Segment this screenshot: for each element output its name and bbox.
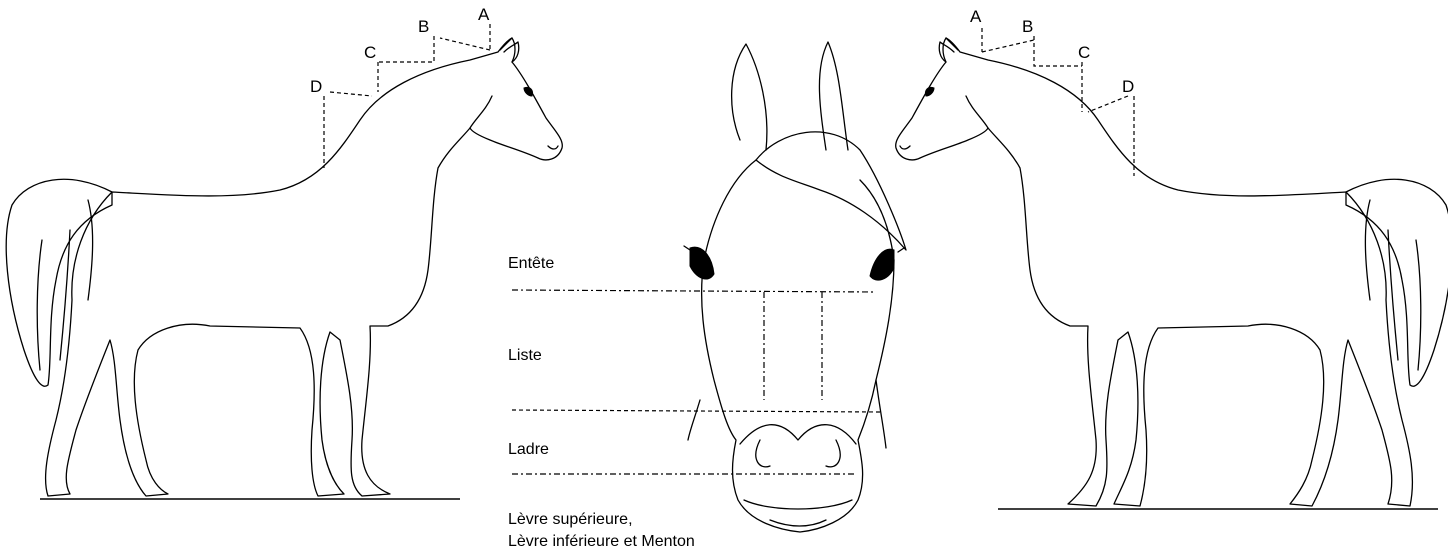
right-marker-a: A (970, 7, 982, 26)
left-horse-jaw (470, 96, 558, 149)
left-horse-body (46, 38, 563, 496)
zone-label-levre-superieure: Lèvre supérieure, (508, 511, 633, 528)
right-horse-eye (925, 87, 934, 96)
left-horse: A B C D (6, 5, 562, 499)
right-marker-c: C (1078, 43, 1090, 62)
right-horse-marker-lines (982, 28, 1134, 176)
zone-line-top (512, 290, 876, 292)
left-horse-markers: A B C D (310, 5, 490, 168)
right-horse-ear (939, 38, 958, 62)
zone-label-ladre: Ladre (508, 441, 549, 458)
front-head-forelock (756, 132, 906, 250)
front-head-muzzle (740, 425, 856, 526)
left-marker-d-line (324, 92, 372, 168)
front-head-face (702, 160, 894, 532)
front-head: Entête Liste Ladre Lèvre supérieure, Lèv… (508, 42, 906, 550)
left-horse-ear (500, 38, 519, 62)
right-marker-d: D (1122, 77, 1134, 96)
left-marker-b: B (418, 17, 429, 36)
zone-label-levre-inferieure: Lèvre inférieure et Menton (508, 533, 695, 550)
right-horse (896, 28, 1448, 509)
right-marker-b-line (1034, 36, 1082, 66)
left-marker-a-line (440, 24, 490, 50)
front-head-right-eye (870, 249, 894, 280)
right-marker-d-line (1088, 96, 1134, 176)
front-head-left-eye (690, 247, 714, 279)
right-marker-b: B (1022, 17, 1033, 36)
left-horse-eye (524, 87, 533, 96)
left-marker-c: C (364, 43, 376, 62)
right-horse-jaw (900, 96, 988, 149)
zone-label-liste: Liste (508, 347, 542, 364)
left-marker-d: D (310, 77, 322, 96)
right-horse-markers: A B C D (970, 7, 1134, 96)
left-marker-a: A (478, 5, 490, 24)
front-head-left-ear (732, 44, 767, 150)
left-marker-b-line (378, 36, 434, 62)
zone-label-entete: Entête (508, 255, 554, 272)
